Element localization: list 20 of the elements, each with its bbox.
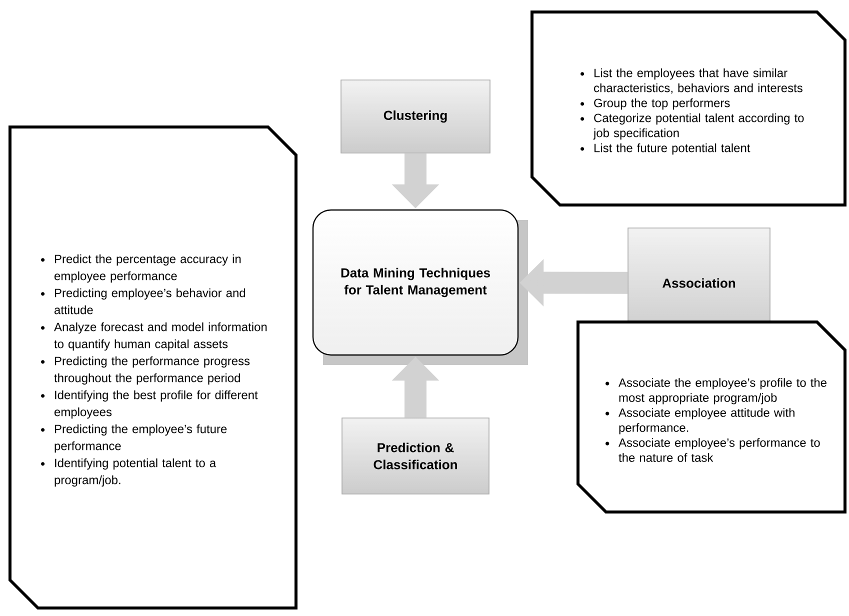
bullet-box (576, 320, 846, 514)
bullet-text: List the employees that have similar characteristics, behaviors and interests (580, 68, 802, 94)
bullet-box (530, 10, 846, 206)
bullet-text: Categorize potential talent according to job specification (580, 113, 804, 140)
bullet-text: Identifying the best profile for different employees (41, 390, 258, 419)
label-box: Prediction & Classification (342, 418, 490, 494)
bullet-text: Associate employee’s performance to the nature of task (606, 438, 820, 462)
bullet-text: Predicting the employee’s future performance (41, 424, 227, 453)
bullet-box (8, 126, 298, 610)
bullet-text: Associate employee attitude with performance. (606, 408, 794, 434)
center-box: Data Mining Techniques for Talent Management (312, 209, 528, 365)
label-box: Clustering (340, 80, 490, 154)
bullet-text: Group the top performers (580, 98, 730, 110)
bullet-text: Predicting employee’s behavior and attitude (41, 288, 246, 314)
bullet-text: Identifying potential talent to a program/job. (41, 458, 216, 487)
bullet-text: Associate the employee’s profile to the most appropriate program/job (606, 378, 826, 404)
bullet-text: Predict the percentage accuracy in employee performance (41, 254, 241, 283)
bullet-text: Analyze forecast and model information to quantify human capital assets (41, 322, 267, 351)
bullet-text: Predicting the performance progress throughout the performance period (41, 356, 250, 385)
bullet-text: List the future potential talent (580, 143, 750, 155)
